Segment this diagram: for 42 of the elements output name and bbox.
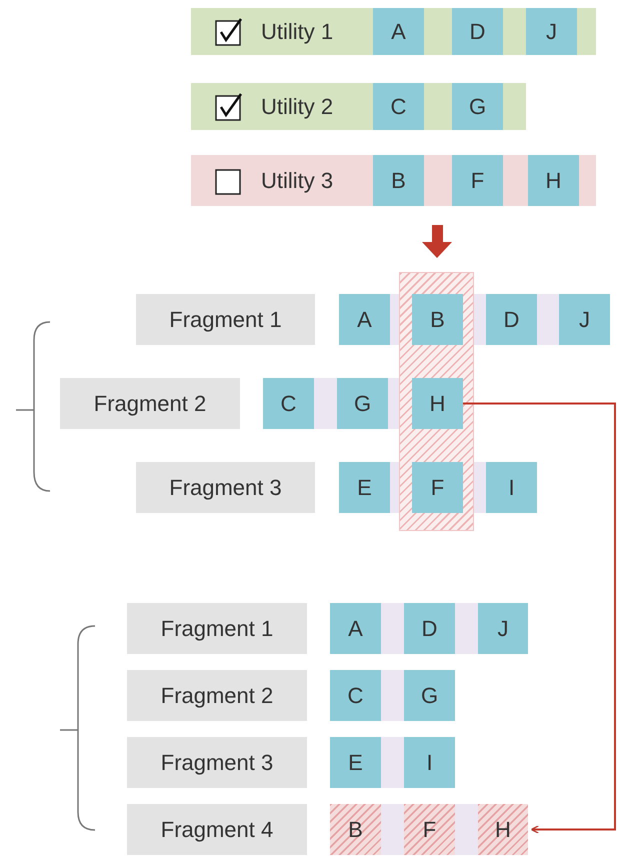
letter-cell: E bbox=[330, 737, 381, 788]
hatched-cell: H bbox=[478, 804, 528, 855]
letter-cell: D bbox=[452, 8, 503, 55]
letter-cell: J bbox=[526, 8, 577, 55]
letter-cell: I bbox=[486, 462, 537, 513]
letter-cell: J bbox=[559, 294, 610, 345]
letter-cell: F bbox=[412, 462, 463, 513]
letter-cell: J bbox=[478, 603, 528, 654]
letter-cell: H bbox=[528, 155, 579, 206]
letter-cell: G bbox=[337, 378, 388, 429]
letter-cell: A bbox=[339, 294, 390, 345]
hatched-cell: F bbox=[404, 804, 455, 855]
letter-cell: C bbox=[330, 670, 381, 721]
letter-cell: C bbox=[263, 378, 314, 429]
letter-cell: C bbox=[373, 83, 424, 130]
letter-cell: A bbox=[373, 8, 424, 55]
utility-band bbox=[191, 83, 526, 130]
letter-cell: D bbox=[404, 603, 455, 654]
letter-cell: G bbox=[404, 670, 455, 721]
fragment-label: Fragment 1 bbox=[136, 294, 315, 345]
fragment-label: Fragment 3 bbox=[127, 737, 307, 788]
utility-band bbox=[191, 155, 596, 206]
utility-band bbox=[191, 8, 596, 55]
fragment-label: Fragment 4 bbox=[127, 804, 307, 855]
letter-cell: G bbox=[452, 83, 503, 130]
fragment-label: Fragment 2 bbox=[127, 670, 307, 721]
fragment-label: Fragment 1 bbox=[127, 603, 307, 654]
letter-cell: F bbox=[452, 155, 503, 206]
connector-arrow bbox=[463, 402, 616, 834]
utility-label: Utility 1 bbox=[261, 18, 334, 44]
fragment-label: Fragment 3 bbox=[136, 462, 315, 513]
letter-cell: B bbox=[412, 294, 463, 345]
letter-cell: B bbox=[373, 155, 424, 206]
letter-cell: E bbox=[339, 462, 390, 513]
fragment-label: Fragment 2 bbox=[60, 378, 240, 429]
letter-cell: A bbox=[330, 603, 381, 654]
letter-cell: H bbox=[412, 378, 463, 429]
letter-cell: I bbox=[404, 737, 455, 788]
letter-cell: D bbox=[486, 294, 537, 345]
hatched-cell: B bbox=[330, 804, 381, 855]
utility-label: Utility 2 bbox=[261, 94, 334, 120]
utility-label: Utility 3 bbox=[261, 168, 334, 194]
